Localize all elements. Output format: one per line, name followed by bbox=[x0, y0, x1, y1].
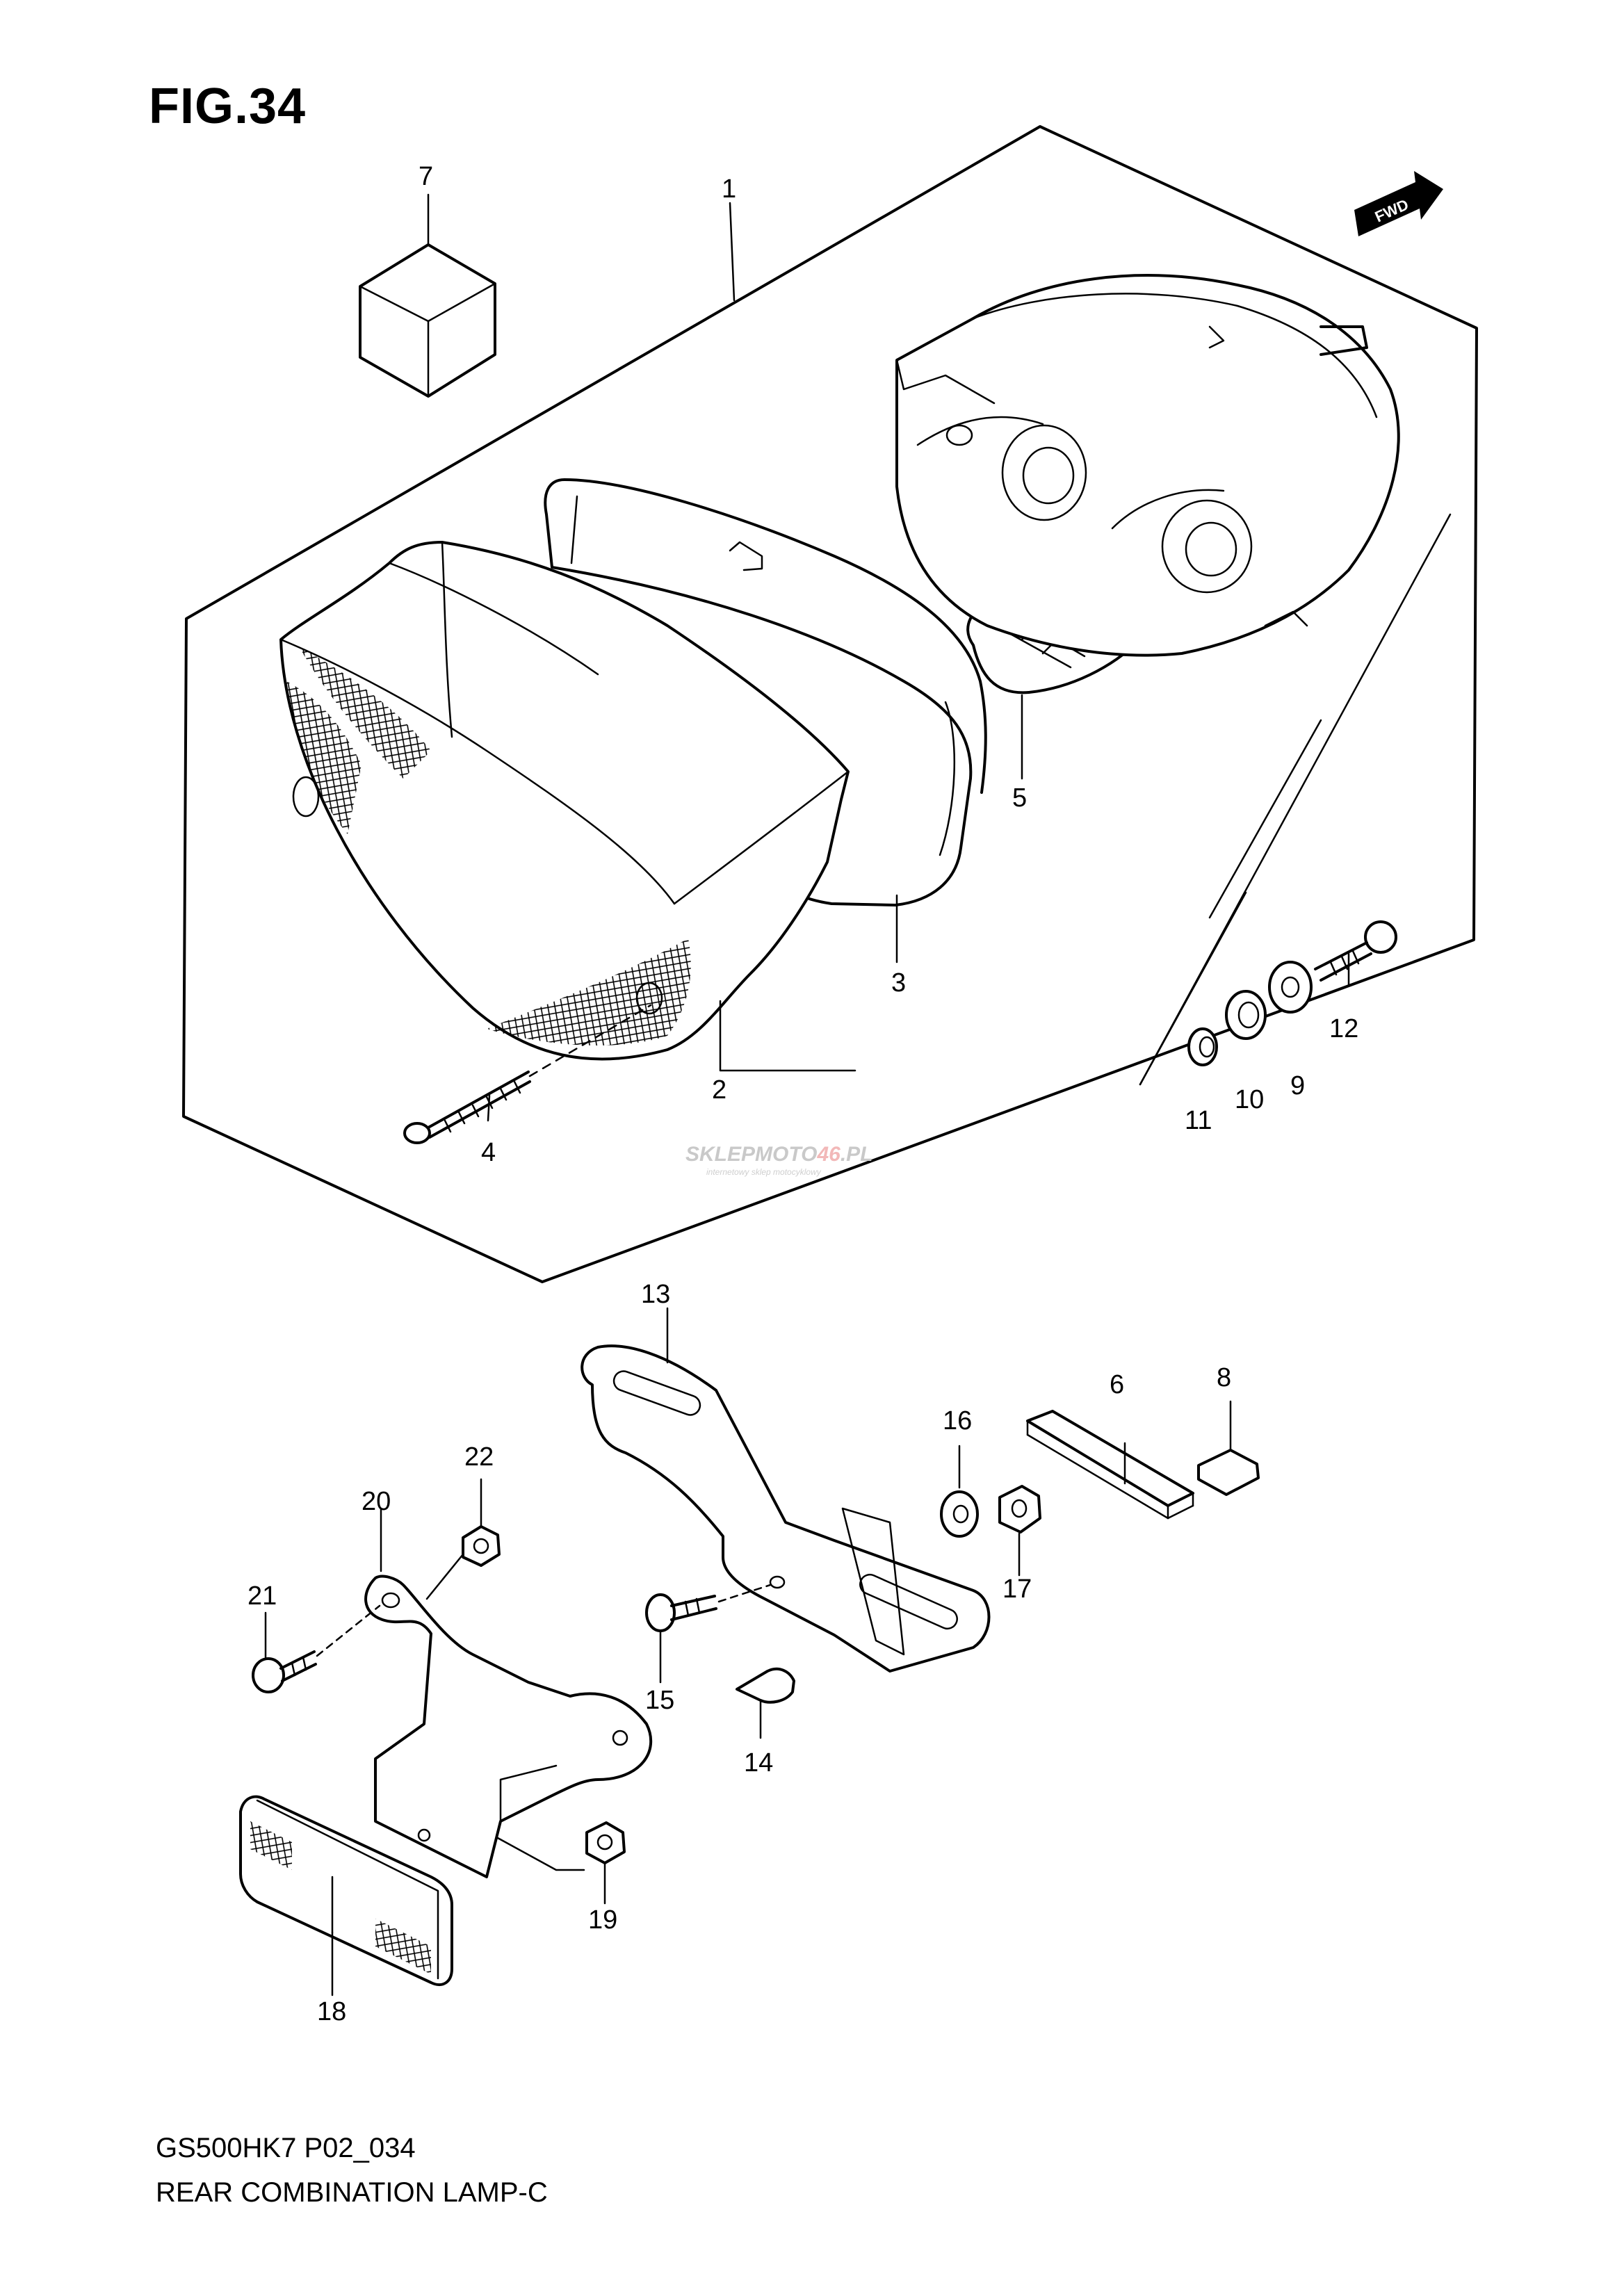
callout-11: 11 bbox=[1185, 1106, 1212, 1135]
part-18-reflector bbox=[239, 1795, 453, 1996]
part-15-screw bbox=[645, 1584, 772, 1684]
svg-text:SKLEPMOTO46.PL: SKLEPMOTO46.PL bbox=[685, 1143, 873, 1166]
part-10-grommet bbox=[1225, 990, 1267, 1040]
watermark-brand-number: 46 bbox=[816, 1143, 841, 1166]
part-3-gasket bbox=[544, 478, 987, 906]
callout-1: 1 bbox=[722, 174, 736, 204]
part-14-small-bulb bbox=[736, 1667, 795, 1739]
part-20-reflector-bracket bbox=[364, 1507, 653, 1878]
callout-20: 20 bbox=[362, 1487, 391, 1516]
part-2-lens bbox=[279, 541, 850, 1061]
leader-lines bbox=[427, 193, 1452, 1122]
callouts: 7 1 5 3 2 4 12 9 10 11 13 6 8 16 22 20 2… bbox=[247, 162, 1358, 2026]
part-6-strip bbox=[1026, 1410, 1194, 1520]
part-19-nut bbox=[585, 1821, 626, 1905]
fwd-arrow-icon: FWD bbox=[1354, 171, 1443, 236]
part-11-collar bbox=[1187, 1027, 1218, 1066]
watermark-brand-suffix: .PL bbox=[841, 1143, 873, 1166]
figure-title: FIG.34 bbox=[149, 79, 307, 134]
callout-9: 9 bbox=[1290, 1071, 1305, 1100]
part-22-nut bbox=[425, 1478, 501, 1600]
watermark-tagline: internetowy sklep motocyklowy bbox=[706, 1167, 822, 1177]
part-17-nut bbox=[998, 1485, 1041, 1577]
watermark-brand-left: SKLEPMOTO bbox=[685, 1143, 817, 1166]
part-12-bolt bbox=[1314, 920, 1397, 982]
part-21-screw bbox=[252, 1604, 381, 1693]
callout-7: 7 bbox=[419, 162, 433, 191]
watermark: SKLEPMOTO46.PL internetowy sklep motocyk… bbox=[685, 1143, 873, 1177]
callout-12: 12 bbox=[1329, 1014, 1358, 1043]
callout-17: 17 bbox=[1002, 1575, 1032, 1604]
diagram-code: GS500HK7 P02_034 bbox=[156, 2133, 416, 2163]
part-16-washer bbox=[940, 1445, 979, 1538]
lamp-housing bbox=[895, 274, 1400, 657]
part-4-screw bbox=[403, 1004, 652, 1144]
callout-15: 15 bbox=[645, 1686, 674, 1715]
callout-6: 6 bbox=[1110, 1370, 1124, 1399]
part-13-bracket bbox=[580, 1307, 991, 1673]
diagram-title: REAR COMBINATION LAMP-C bbox=[156, 2177, 548, 2208]
callout-16: 16 bbox=[943, 1406, 972, 1435]
part-7-cube bbox=[359, 243, 496, 398]
callout-10: 10 bbox=[1235, 1085, 1264, 1114]
part-9-washer bbox=[1268, 961, 1313, 1014]
callout-13: 13 bbox=[641, 1280, 670, 1309]
part-8-pad bbox=[1197, 1400, 1260, 1496]
callout-18: 18 bbox=[317, 1997, 346, 2026]
callout-19: 19 bbox=[588, 1905, 617, 1935]
callout-2: 2 bbox=[712, 1075, 726, 1105]
callout-8: 8 bbox=[1217, 1363, 1231, 1392]
callout-5: 5 bbox=[1012, 783, 1027, 813]
callout-3: 3 bbox=[891, 968, 906, 998]
callout-21: 21 bbox=[247, 1581, 277, 1611]
callout-22: 22 bbox=[464, 1442, 494, 1472]
assembly-boundary bbox=[182, 125, 1478, 1283]
callout-14: 14 bbox=[744, 1748, 773, 1778]
callout-4: 4 bbox=[481, 1138, 496, 1167]
